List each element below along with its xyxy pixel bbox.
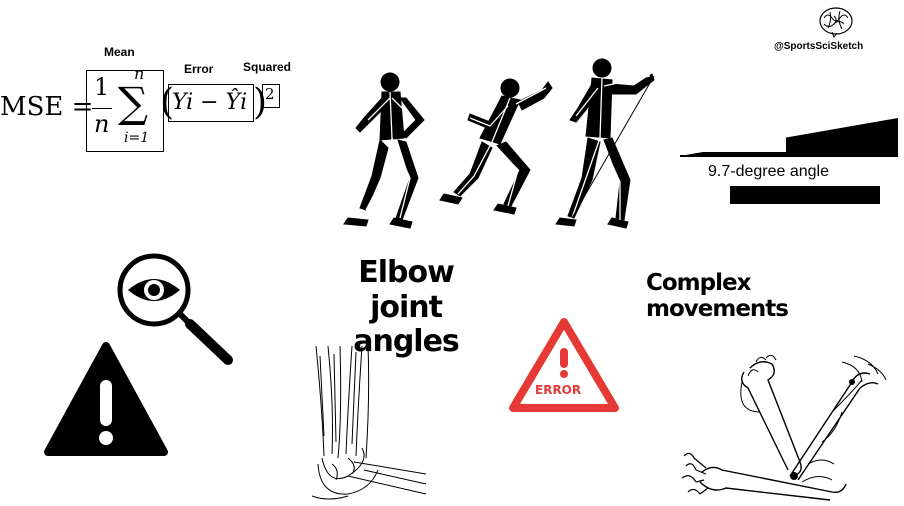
- brain-logo-icon: [819, 7, 853, 39]
- sigma-icon: ∑: [118, 78, 148, 127]
- complex-title: Complex movements: [646, 270, 789, 323]
- warning-triangle-icon: [44, 342, 168, 456]
- error-badge: ERROR: [535, 383, 582, 397]
- squared-box: [262, 84, 280, 108]
- exponent: 2: [265, 85, 275, 103]
- elbow-anatomy-icon: [311, 345, 427, 500]
- arm-skeleton-icon: [681, 354, 887, 501]
- error-triangle-icon: [509, 318, 619, 412]
- paren-right: ): [253, 82, 268, 123]
- mse-formula: MSE = 1 n n ∑ i=1 ( Yi − Ŷi ) 2: [0, 64, 300, 160]
- error-box: [168, 84, 254, 122]
- magnifier-eye-icon: [117, 253, 233, 365]
- mse-lhs: MSE =: [0, 92, 94, 122]
- label-error: Error: [184, 62, 214, 76]
- frac-den: n: [94, 110, 110, 138]
- sum-top: n: [134, 64, 145, 83]
- mean-box: [86, 70, 164, 152]
- elbow-title-line2: angles: [353, 324, 460, 359]
- frac-num: 1: [94, 73, 110, 101]
- elbow-title-line1: Elbow joint: [358, 255, 455, 325]
- angle-wedge-icon: [680, 118, 898, 204]
- error-term: Yi − Ŷi: [172, 90, 248, 115]
- sum-bottom: i=1: [124, 130, 150, 146]
- label-mean: Mean: [104, 45, 135, 59]
- frac-bar: [92, 108, 112, 109]
- angle-caption: 9.7-degree angle: [708, 163, 829, 180]
- runner-sketch-icon: [343, 58, 655, 229]
- paren-left: (: [160, 82, 175, 123]
- handle: @SportsSciSketch: [774, 41, 864, 52]
- label-squared: Squared: [243, 60, 292, 74]
- elbow-title: Elbow joint angles: [318, 255, 494, 360]
